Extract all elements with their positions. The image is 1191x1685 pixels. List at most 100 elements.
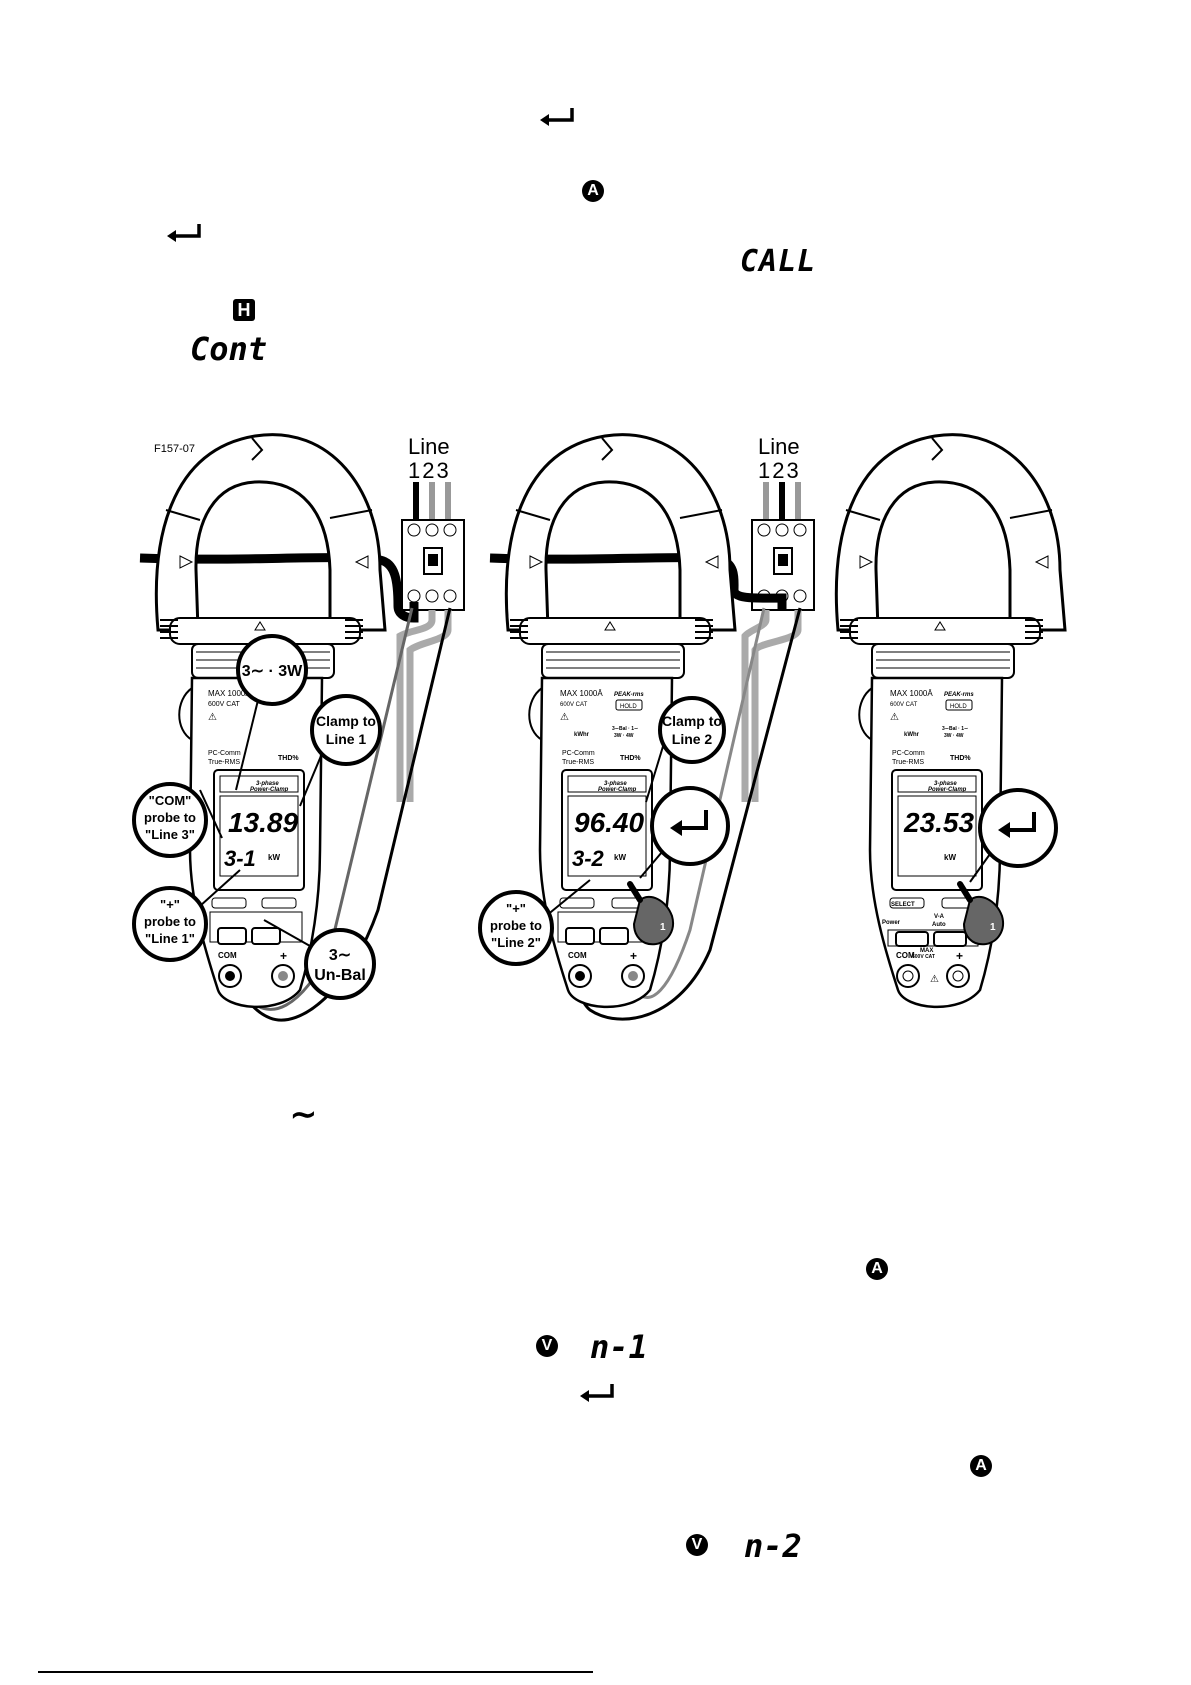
svg-text:"+": "+" <box>506 901 526 916</box>
svg-text:"COM": "COM" <box>149 793 192 808</box>
svg-text:600V CAT: 600V CAT <box>912 954 935 960</box>
meter-3-reading: 23.53 <box>903 807 974 838</box>
enter-icon <box>167 224 201 242</box>
svg-text:kWhr: kWhr <box>574 732 590 738</box>
svg-text:THD%: THD% <box>278 755 299 762</box>
svg-text:3-phase: 3-phase <box>256 781 279 787</box>
svg-text:True-RMS: True-RMS <box>208 759 240 766</box>
svg-text:"Line 2": "Line 2" <box>491 935 541 950</box>
svg-text:⚠: ⚠ <box>930 974 939 985</box>
callout-unbal: 3∼ Un-Bal <box>263 919 376 1000</box>
callout-mode-3w: 3∼ · 3W <box>235 634 308 791</box>
line-terminal-block-2: Line 123 <box>751 434 815 611</box>
svg-text:"+": "+" <box>160 897 180 912</box>
svg-text:3∼Bal · 1∼: 3∼Bal · 1∼ <box>942 726 968 732</box>
svg-text:600V CAT: 600V CAT <box>560 702 588 708</box>
svg-text:+: + <box>280 949 287 963</box>
meter-1-sub: 3-1 <box>224 846 256 871</box>
svg-text:3∼: 3∼ <box>329 947 351 964</box>
finger-press-icon-2: 1 <box>627 881 674 946</box>
svg-text:COM: COM <box>896 951 915 960</box>
svg-text:kWhr: kWhr <box>904 732 920 738</box>
svg-text:1: 1 <box>660 922 666 933</box>
svg-text:Clamp to: Clamp to <box>662 713 722 729</box>
svg-text:kW: kW <box>614 853 626 862</box>
svg-text:Line 2: Line 2 <box>672 731 713 747</box>
svg-text:1: 1 <box>990 922 996 933</box>
svg-text:PEAK-rms: PEAK-rms <box>614 692 644 698</box>
figure-id: F157-07 <box>154 443 195 455</box>
lcd-call-text: CALL <box>740 244 817 279</box>
svg-text:MAX 1000Ā: MAX 1000Ā <box>890 689 933 698</box>
svg-text:COM: COM <box>218 951 237 960</box>
footer-rule <box>38 1671 593 1673</box>
lcd-n1-text: n-1 <box>590 1328 648 1366</box>
volt-button-icon: V <box>686 1534 708 1556</box>
callout-clamp-line-2: Clamp to Line 2 <box>645 696 726 803</box>
svg-text:+: + <box>630 949 637 963</box>
svg-text:3-phase: 3-phase <box>604 781 627 787</box>
svg-text:⚠: ⚠ <box>890 712 899 723</box>
hold-button-icon: H <box>233 299 255 321</box>
enter-icon <box>540 108 574 126</box>
svg-text:COM: COM <box>568 951 587 960</box>
callout-plus-probe-2: "+" probe to "Line 2" <box>478 879 591 966</box>
clamp-meter-3: MAX 1000Ā 600V CAT PEAK-rms HOLD ⚠ kWhr … <box>834 433 1067 1009</box>
amp-button-icon: A <box>866 1258 888 1280</box>
svg-text:3W · 4W: 3W · 4W <box>944 733 964 739</box>
svg-text:True-RMS: True-RMS <box>562 759 594 766</box>
svg-text:MAX 1000Ā: MAX 1000Ā <box>560 689 603 698</box>
svg-text:Clamp to: Clamp to <box>316 713 376 729</box>
lcd-cont-text: Cont <box>190 330 268 368</box>
svg-text:600V CAT: 600V CAT <box>890 702 918 708</box>
svg-text:3∼ · 3W: 3∼ · 3W <box>242 663 303 680</box>
svg-text:Auto: Auto <box>932 922 946 928</box>
svg-text:probe to: probe to <box>144 914 196 929</box>
svg-text:PC-Comm: PC-Comm <box>208 750 241 757</box>
clamp-meter-figure: F157-07 Line 123 Line 123 <box>132 433 1067 1022</box>
callout-enter-2 <box>639 786 730 879</box>
svg-text:3-phase: 3-phase <box>934 781 957 787</box>
svg-text:probe to: probe to <box>144 810 196 825</box>
svg-text:Line 1: Line 1 <box>326 731 367 747</box>
svg-text:600V CAT: 600V CAT <box>208 701 240 708</box>
svg-text:PC-Comm: PC-Comm <box>892 750 925 757</box>
svg-text:⚠: ⚠ <box>560 712 569 723</box>
callout-com-probe: "COM" probe to "Line 3" <box>132 782 223 858</box>
svg-text:True-RMS: True-RMS <box>892 759 924 766</box>
svg-text:HOLD: HOLD <box>620 704 637 710</box>
svg-text:Power-Clamp: Power-Clamp <box>928 787 967 793</box>
svg-text:123: 123 <box>408 458 451 483</box>
callout-plus-probe-1: "+" probe to "Line 1" <box>132 869 241 962</box>
svg-text:PC-Comm: PC-Comm <box>562 750 595 757</box>
svg-text:Power: Power <box>882 920 901 926</box>
svg-text:123: 123 <box>758 458 801 483</box>
svg-text:"Line 1": "Line 1" <box>145 931 195 946</box>
svg-text:"Line 3": "Line 3" <box>145 827 195 842</box>
svg-text:Power-Clamp: Power-Clamp <box>598 787 637 793</box>
meter-2-reading: 96.40 <box>574 807 644 838</box>
svg-text:THD%: THD% <box>620 755 641 762</box>
svg-text:kW: kW <box>944 853 956 862</box>
svg-text:Un-Bal: Un-Bal <box>314 967 366 984</box>
volt-button-icon: V <box>536 1335 558 1357</box>
callout-clamp-line-1: Clamp to Line 1 <box>299 694 382 807</box>
lcd-n2-text: n-2 <box>744 1527 802 1565</box>
clamp-meter-2: MAX 1000Ā 600V CAT PEAK-rms HOLD ⚠ kWhr … <box>504 433 737 1009</box>
svg-text:SELECT: SELECT <box>891 902 915 908</box>
svg-text:MAX 1000Ā: MAX 1000Ā <box>208 689 251 698</box>
svg-text:V-A: V-A <box>934 914 945 920</box>
conductor-line-1 <box>139 553 419 623</box>
ac-symbol: ∼ <box>290 1096 317 1132</box>
svg-text:Line: Line <box>408 434 450 459</box>
svg-text:HOLD: HOLD <box>950 704 967 710</box>
enter-icon <box>580 1384 614 1402</box>
line-terminal-block-1: Line 123 <box>401 434 465 611</box>
svg-text:⚠: ⚠ <box>208 712 217 723</box>
finger-press-icon-3: 1 <box>957 881 1004 946</box>
svg-text:+: + <box>956 949 963 963</box>
svg-text:MAX: MAX <box>920 948 933 954</box>
amp-button-icon: A <box>582 180 604 202</box>
svg-text:3W · 4W: 3W · 4W <box>614 733 634 739</box>
meter-1-reading: 13.89 <box>228 807 298 838</box>
